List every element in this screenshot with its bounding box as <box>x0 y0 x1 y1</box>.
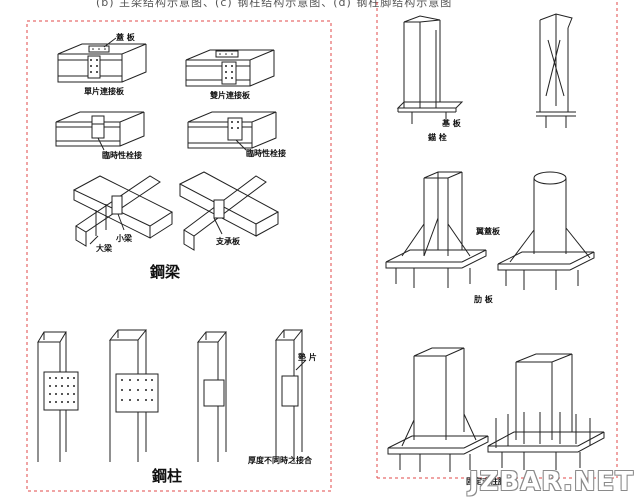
column-base-4 <box>497 171 595 290</box>
label-anchor-bolt: 錨 栓 <box>428 132 447 142</box>
column-base-1 <box>396 15 464 124</box>
label-temp-bolt-1: 臨時性栓接 <box>102 150 142 160</box>
label-base-plate: 基 板 <box>442 118 461 128</box>
column-base-5 <box>387 347 489 472</box>
beam-splice-temp-left <box>55 111 145 151</box>
crossing-beams-right <box>178 171 280 251</box>
label-temp-bolt-2: 臨時性栓接 <box>246 148 286 158</box>
label-cover-plate: 蓋 板 <box>116 32 135 42</box>
label-single-splice: 單片連接板 <box>84 86 124 96</box>
beam-splice-temp-right <box>187 111 277 151</box>
label-stiffener: 墊 片 <box>298 352 317 362</box>
cut-caption: (b) 主梁结构示意图、(c) 钢柱结构示意图、(d) 钢柱脚结构示意图 <box>96 0 453 9</box>
label-main-beam: 大梁 <box>96 243 112 253</box>
left-panel-border <box>26 20 332 492</box>
column-1 <box>37 331 79 462</box>
column-base-6 <box>487 353 605 470</box>
column-base-2 <box>536 13 576 128</box>
beam-splice-double <box>185 49 275 87</box>
column-4 <box>274 329 307 462</box>
label-thickness-splice: 厚度不同時之接合 <box>248 455 312 465</box>
beam-splice-single <box>57 37 147 83</box>
label-bracket: 支承板 <box>216 236 240 246</box>
label-rib-plate: 肋 板 <box>474 294 493 304</box>
column-2 <box>108 329 159 462</box>
label-double-splice: 雙片連接板 <box>210 90 250 100</box>
column-base-3 <box>385 171 487 288</box>
label-fixed-base: 固定式柱脚 <box>466 476 506 486</box>
label-secondary-beam: 小梁 <box>116 233 132 243</box>
column-3 <box>196 331 228 462</box>
label-wing-plate: 翼蓋板 <box>476 226 500 236</box>
label-steel-beam: 鋼梁 <box>150 263 181 281</box>
crossing-beams-left <box>72 175 174 247</box>
label-steel-column: 鋼柱 <box>152 467 183 485</box>
watermark: JZBAR.NET <box>468 467 634 497</box>
